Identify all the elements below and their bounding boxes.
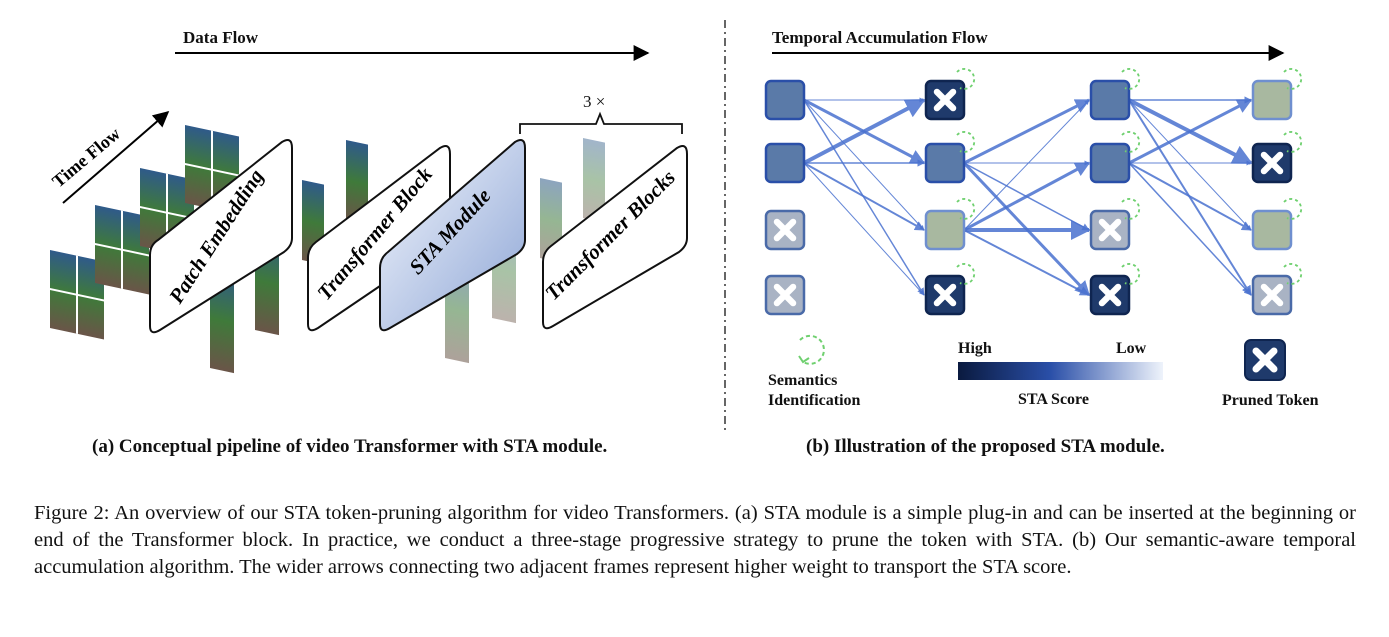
time-flow-arrow xyxy=(62,110,170,204)
repeat-bracket xyxy=(519,111,683,134)
sta-tokens xyxy=(764,68,1303,316)
image-token xyxy=(764,79,806,121)
sta-edge xyxy=(1128,162,1252,296)
sta-low-label: Low xyxy=(1116,340,1147,357)
semantics-arc xyxy=(1121,68,1141,90)
image-token xyxy=(924,198,976,251)
data-flow-label: Data Flow xyxy=(183,28,259,47)
transformer-blocks-block xyxy=(542,145,688,330)
semantics-arc xyxy=(956,68,976,90)
pruned-token xyxy=(764,209,806,251)
pruned-token xyxy=(764,274,806,316)
semantics-arc xyxy=(956,198,976,220)
semantics-arc xyxy=(1121,198,1141,220)
subcaption-b: (b) Illustration of the proposed STA mod… xyxy=(806,436,1165,457)
semantics-icon xyxy=(798,334,825,365)
pruned-token xyxy=(1251,263,1303,316)
sta-edge xyxy=(963,99,1090,231)
sta-high-label: High xyxy=(958,340,992,357)
semantics-arc xyxy=(1283,198,1303,220)
repeat-label: 3 × xyxy=(583,92,606,111)
temporal-flow-label: Temporal Accumulation Flow xyxy=(772,28,988,47)
pruned-token xyxy=(1251,131,1303,184)
pruned-token xyxy=(924,263,976,316)
sta-edge xyxy=(803,98,926,165)
semantics-arc xyxy=(956,131,976,153)
image-token xyxy=(1089,131,1141,184)
figure-graphic: Patch Embedding Transformer Block STA Mo… xyxy=(48,20,1303,430)
sta-edge xyxy=(963,98,1091,165)
sta-edge xyxy=(1128,99,1252,231)
video-frames-stack xyxy=(50,125,605,374)
time-flow-label: Time Flow xyxy=(48,123,124,191)
sta-edge xyxy=(803,99,925,231)
semantics-arc xyxy=(1283,68,1303,90)
image-token xyxy=(764,142,806,184)
pruned-token xyxy=(924,68,976,121)
semantics-label-line2: Identification xyxy=(768,392,861,409)
semantics-arc xyxy=(1121,131,1141,153)
panel-a: Patch Embedding Transformer Block STA Mo… xyxy=(48,45,688,374)
sta-edges xyxy=(803,96,1253,297)
semantics-arc xyxy=(1283,131,1303,153)
sta-edge xyxy=(1128,162,1252,231)
semantics-arc xyxy=(956,263,976,285)
figure-caption: Figure 2: An overview of our STA token-p… xyxy=(34,502,1356,578)
pruned-token xyxy=(1089,263,1141,316)
semantics-label-line1: Semantics xyxy=(768,372,838,389)
image-token xyxy=(924,131,976,184)
panel-b xyxy=(764,45,1303,381)
image-token xyxy=(1089,68,1141,121)
sta-score-label: STA Score xyxy=(1018,391,1089,408)
patch-embedding-block xyxy=(149,139,293,334)
sta-edge xyxy=(1128,98,1253,165)
sta-score-gradient xyxy=(958,362,1163,380)
image-token xyxy=(1251,68,1303,121)
pruned-token xyxy=(1089,198,1141,251)
sta-edge xyxy=(803,162,925,231)
subcaption-a: (a) Conceptual pipeline of video Transfo… xyxy=(92,436,608,457)
pruned-token-legend-icon xyxy=(1244,339,1286,381)
semantics-arc xyxy=(1121,263,1141,285)
semantics-arc xyxy=(1283,263,1303,285)
sta-edge xyxy=(963,161,1091,232)
pruned-token-label: Pruned Token xyxy=(1222,392,1319,409)
sta-module-block xyxy=(379,139,526,332)
image-token xyxy=(1251,198,1303,251)
sta-edge xyxy=(963,229,1090,296)
sta-edge xyxy=(803,162,925,296)
